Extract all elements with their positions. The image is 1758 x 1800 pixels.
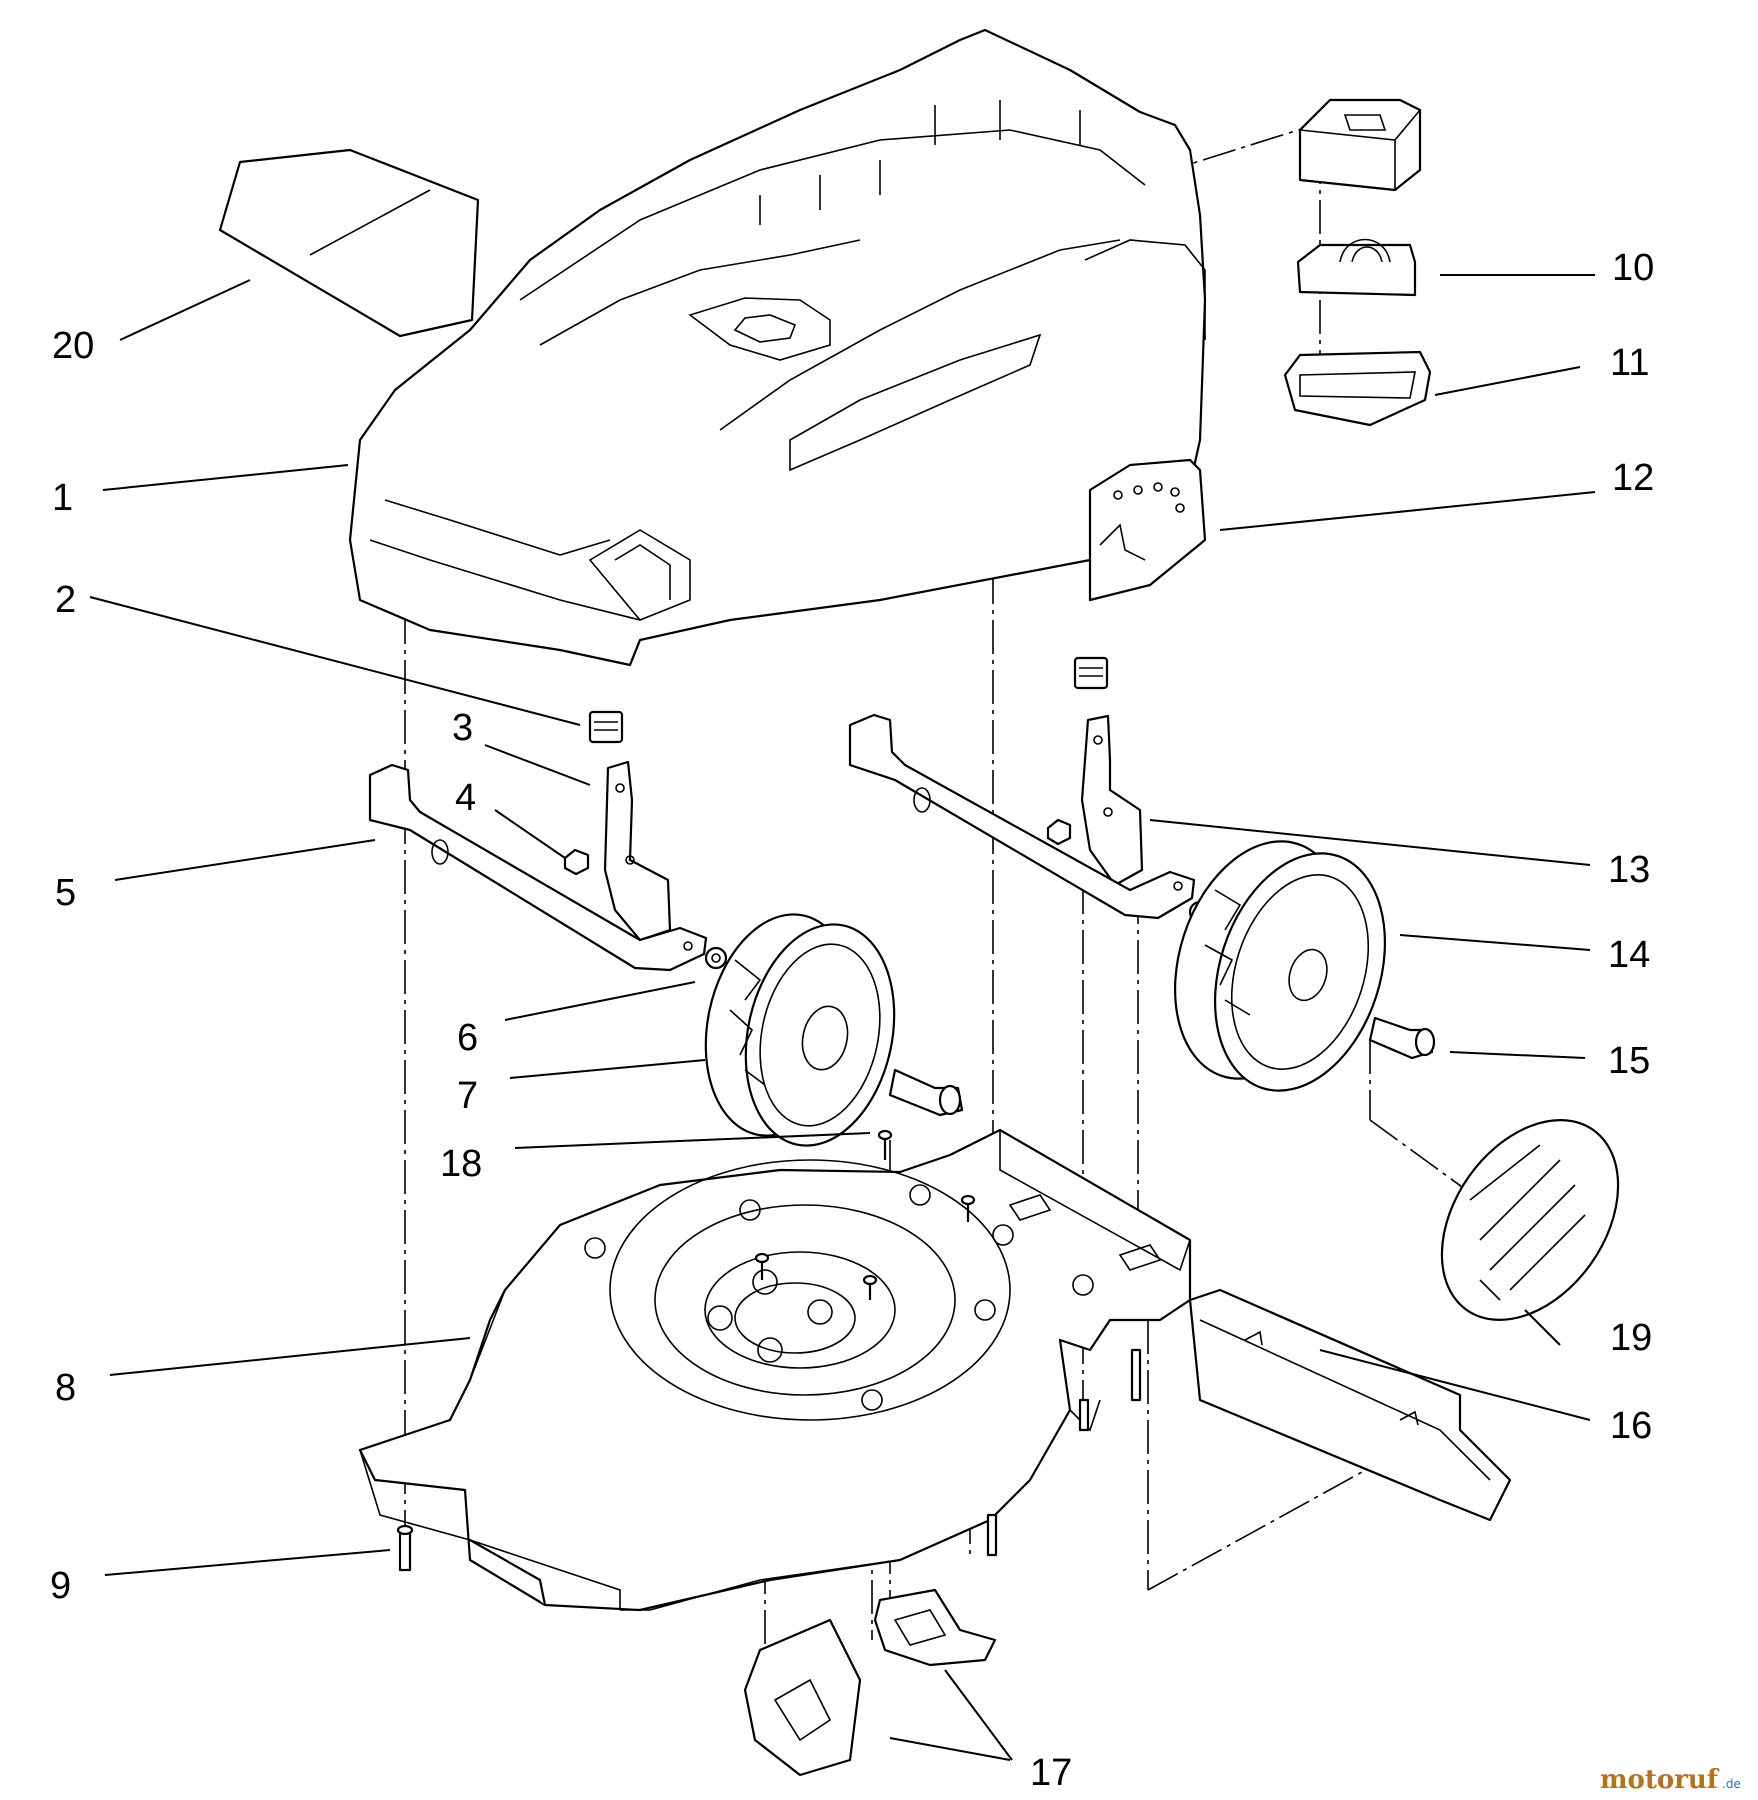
callout-9: 9 [50,1565,71,1607]
callout-1: 1 [52,477,73,519]
callout-8: 8 [55,1367,76,1409]
switch-housing-part [1283,350,1432,427]
right-adjuster-clip [1073,656,1109,690]
callout-17: 17 [1030,1752,1072,1794]
left-adjuster-lever [603,760,672,942]
left-axle-part [368,763,708,972]
right-axle-part [848,713,1196,920]
callout-2: 2 [55,579,76,621]
leader-lines [89,274,1596,1761]
left-axle-bolt [888,1068,964,1117]
watermark-suffix: .de [1722,1777,1741,1791]
callout-13: 13 [1608,849,1650,891]
callout-12: 12 [1612,457,1654,499]
right-wheel-part [1173,840,1387,1092]
right-axle-bolt [1368,1016,1436,1060]
callout-15: 15 [1608,1040,1650,1082]
housing-part [348,28,1207,667]
callout-numbers: 20 1 2 3 4 5 6 7 18 8 9 10 11 12 13 14 1… [50,247,1654,1794]
callout-19: 19 [1610,1317,1652,1359]
callout-6: 6 [457,1017,478,1059]
screw-9 [396,1524,414,1572]
screw-18 [754,1129,1142,1557]
switch-box-part [1298,98,1422,192]
callout-3: 3 [452,707,473,749]
callout-11: 11 [1610,342,1649,384]
callout-16: 16 [1610,1405,1652,1447]
deck-part [358,1128,1192,1612]
watermark-logo: motoruf .de [1600,1765,1741,1795]
switch-part [1296,238,1417,297]
right-nut [1046,818,1072,846]
height-plate-part [1088,458,1207,602]
callout-14: 14 [1608,934,1650,976]
callout-18: 18 [440,1143,482,1185]
watermark-main: motoruf [1600,1765,1720,1795]
rear-strip-part [1188,1288,1512,1522]
right-adjuster-lever [1080,714,1144,887]
callout-5: 5 [55,872,76,914]
left-wheel-part [704,913,896,1147]
callout-4: 4 [455,777,476,819]
hub-cap-part [1440,1119,1620,1321]
callout-10: 10 [1612,247,1654,289]
plug-part [743,1588,997,1777]
left-adjuster-clip [588,710,624,744]
callout-7: 7 [457,1075,478,1117]
callout-20: 20 [52,325,94,367]
decal-part [218,148,480,338]
left-nut [563,848,590,876]
left-washer [704,946,728,970]
